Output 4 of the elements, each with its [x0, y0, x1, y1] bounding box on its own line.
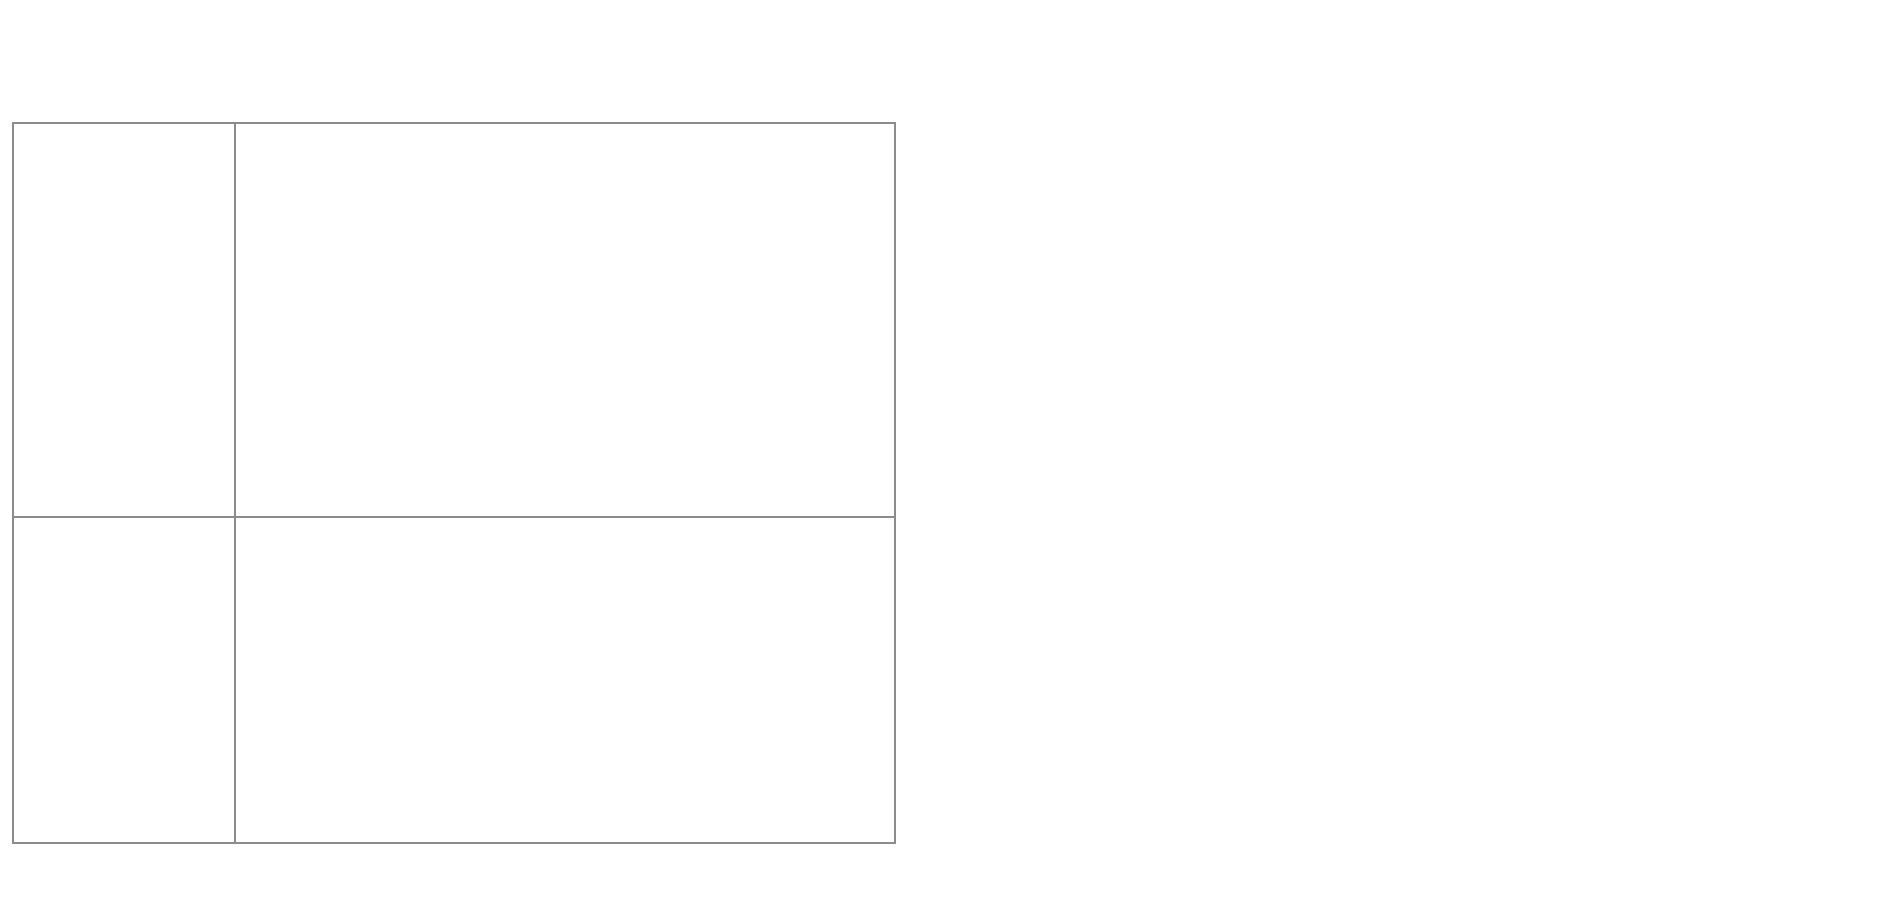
table-cell	[14, 518, 236, 844]
table-cell	[236, 518, 896, 844]
table-cell	[14, 124, 236, 518]
table-cell	[236, 124, 896, 518]
